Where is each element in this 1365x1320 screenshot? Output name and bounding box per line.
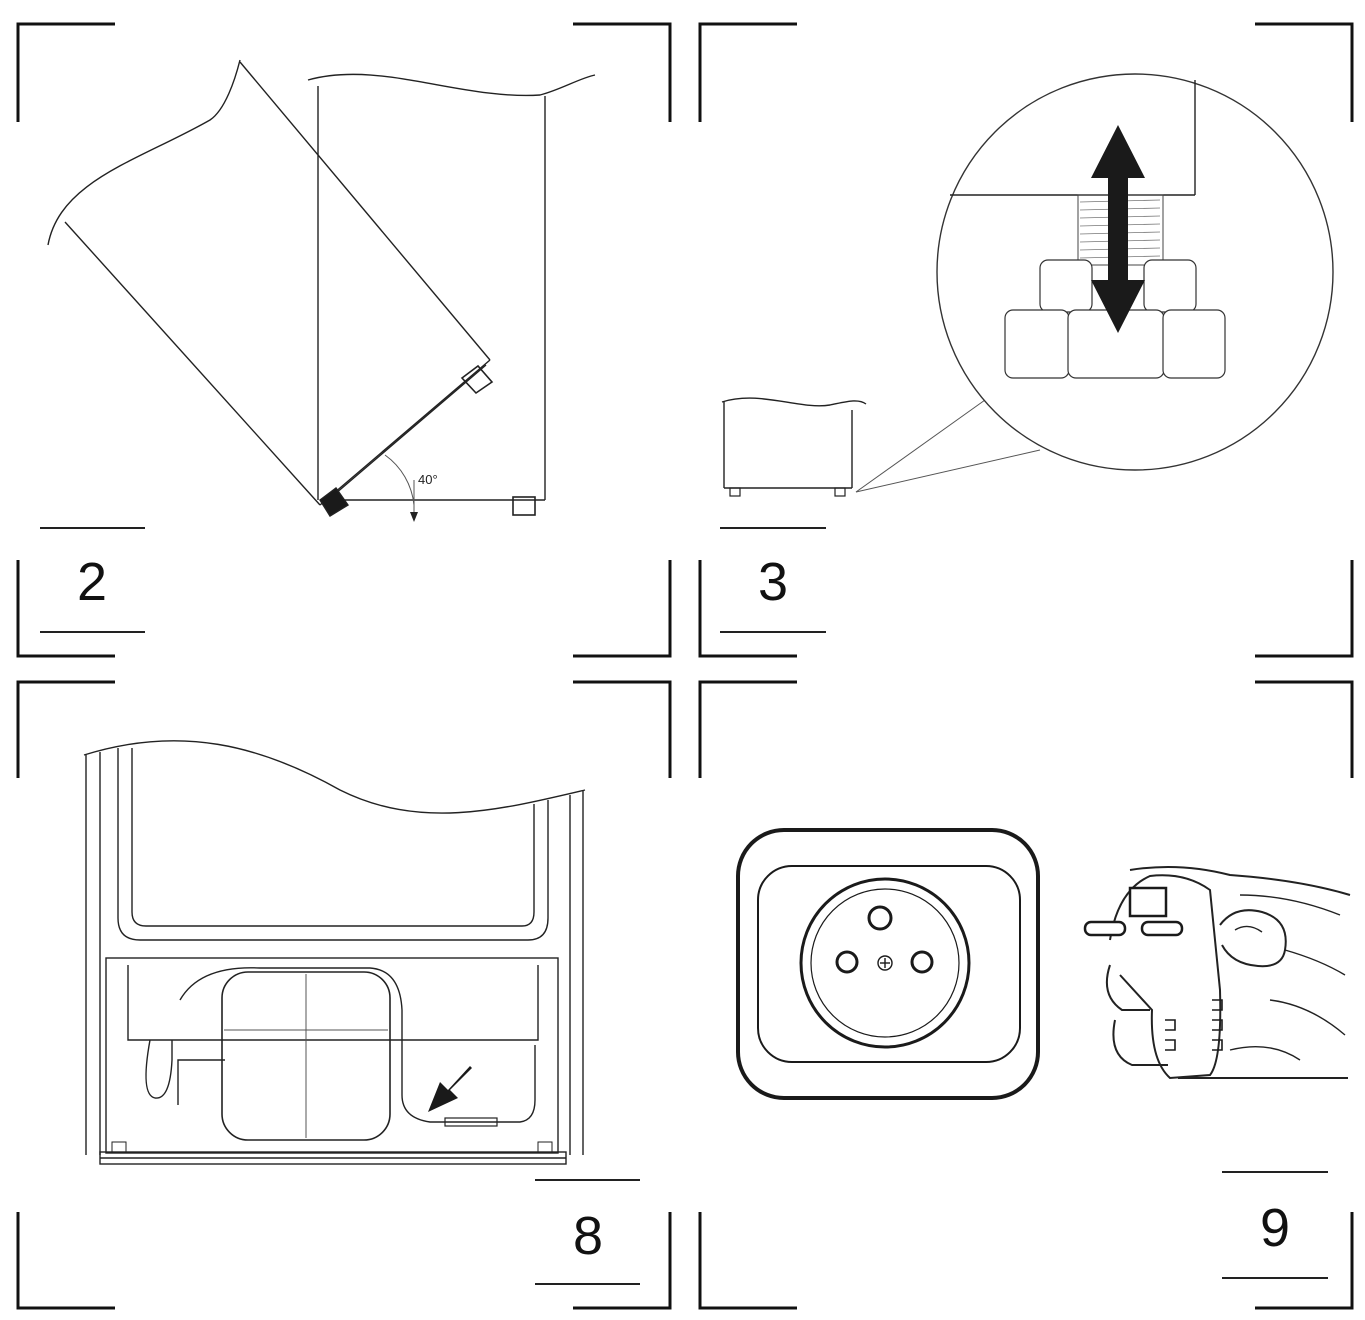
label-box-8: 8 xyxy=(535,1179,640,1285)
figure-9-number: 9 xyxy=(1260,1198,1290,1258)
figure-8-panel: 8 xyxy=(16,680,672,1310)
compressor-compartment xyxy=(105,957,559,1154)
label-box-3: 3 xyxy=(720,527,826,633)
figure-2-number: 2 xyxy=(77,552,107,612)
figure-2-panel: 2 40° xyxy=(16,22,672,658)
plug-earth-contact xyxy=(1128,886,1168,918)
compressor-body xyxy=(221,971,391,1141)
crop-marks-panel-3 xyxy=(698,22,1354,658)
wall-socket-illustration xyxy=(736,828,1040,1100)
tilted-cabinet-illustration: 40° xyxy=(47,59,596,522)
figure-3-number: 3 xyxy=(758,552,788,612)
socket-recess xyxy=(799,877,971,1049)
socket-hole-right xyxy=(910,950,934,974)
label-box-2: 2 xyxy=(40,527,145,633)
up-down-arrow-icon xyxy=(1091,125,1145,333)
rear-compressor-illustration xyxy=(83,740,586,1165)
earth-pin-icon xyxy=(867,905,893,931)
crop-marks-panel-8 xyxy=(16,680,672,1310)
figure-9-panel: 9 xyxy=(698,680,1354,1310)
angle-annotation: 40° xyxy=(418,472,438,487)
magnified-leveling-foot-callout xyxy=(855,73,1334,493)
cabinet-foot xyxy=(512,496,536,516)
figure-3-panel: 3 xyxy=(698,22,1354,658)
socket-hole-left xyxy=(835,950,859,974)
label-box-9: 9 xyxy=(1222,1171,1328,1279)
small-cabinet-illustration xyxy=(721,397,867,497)
hand-holding-plug-illustration xyxy=(1083,865,1351,1080)
crop-marks-panel-2 xyxy=(16,22,672,658)
direction-arrow-icon xyxy=(428,1066,472,1112)
figure-8-number: 8 xyxy=(573,1206,603,1266)
tilted-foot-upper xyxy=(460,364,494,395)
tilted-foot-lower xyxy=(319,487,350,517)
crop-marks-panel-9 xyxy=(698,680,1354,1310)
